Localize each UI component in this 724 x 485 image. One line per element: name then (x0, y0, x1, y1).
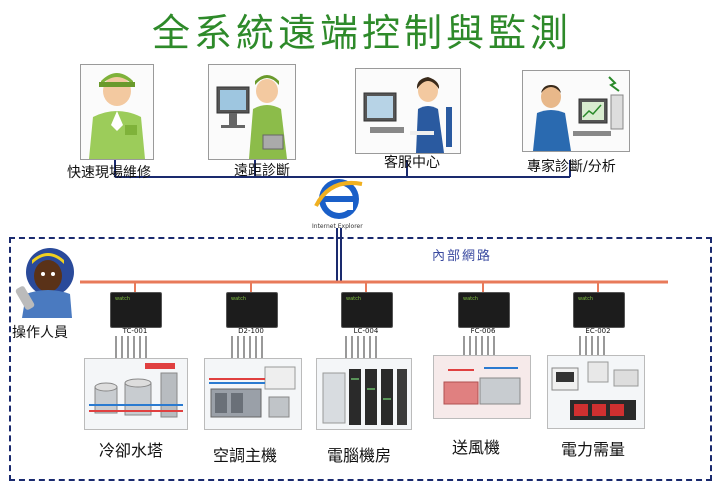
role-customer-service-card (355, 68, 461, 154)
io-wires-3 (345, 336, 377, 358)
controller-brand: watch (463, 296, 479, 302)
remote-diagnosis-icon (216, 75, 287, 159)
equipment-label-power-demand: 電力需量 (561, 440, 626, 459)
controller-device: watch (458, 292, 510, 328)
io-wires-2 (231, 336, 263, 358)
role-expert-analysis-card (522, 70, 630, 152)
io-wires-5 (579, 336, 605, 355)
io-wires-4 (463, 336, 495, 355)
cooling-tower-icon (89, 363, 183, 418)
internet-explorer-caption: Internet Explorer (312, 223, 363, 230)
equipment-chiller-card (204, 358, 302, 430)
equipment-power-demand-card (547, 355, 645, 429)
equipment-air-handler-card (433, 355, 531, 419)
equipment-label-air-handler: 送風機 (452, 438, 501, 457)
controller-brand: watch (231, 296, 247, 302)
controller-brand: watch (346, 296, 362, 302)
role-label-customer-service: 客服中心 (384, 155, 440, 171)
controller-device: watch (226, 292, 278, 328)
air-handler-icon (434, 356, 530, 418)
chiller-icon (209, 366, 296, 418)
controller-brand: watch (115, 296, 131, 302)
server-room-icon (322, 369, 407, 425)
inner-network-label: 內部網路 (432, 249, 493, 264)
page-title: 全系統遠端控制與監測 (151, 11, 572, 55)
internet-explorer-icon (310, 172, 368, 230)
role-remote-diagnosis-card (208, 64, 296, 160)
controller-code: LC-004 (353, 327, 379, 335)
io-wires-1 (115, 336, 147, 358)
controller-code: FC-006 (470, 327, 496, 335)
equipment-label-chiller: 空調主機 (213, 446, 278, 465)
operator-icon (14, 246, 76, 318)
role-label-remote-diagnosis: 遠距診斷 (234, 163, 290, 179)
equipment-label-server-room: 電腦機房 (327, 446, 392, 465)
field-technician-icon (89, 73, 145, 159)
controller-code: TC-001 (122, 327, 148, 335)
controller-brand: watch (578, 296, 594, 302)
controller-device: watch (110, 292, 162, 328)
inner-network-area (9, 237, 712, 481)
controller-code: D2-100 (238, 327, 264, 335)
expert-analysis-icon (533, 76, 624, 151)
customer-service-icon (363, 77, 452, 153)
equipment-server-room-card (316, 358, 412, 430)
equipment-cooling-tower-card (84, 358, 188, 430)
power-demand-icon (551, 361, 639, 420)
operator-label: 操作人員 (12, 325, 68, 341)
controller-device: watch (341, 292, 393, 328)
equipment-label-cooling-tower: 冷卻水塔 (99, 441, 164, 460)
role-label-expert-analysis: 專家診斷/分析 (527, 159, 616, 175)
role-label-field-repair: 快速現場維修 (67, 165, 151, 181)
controller-device: watch (573, 292, 625, 328)
controller-code: EC-002 (585, 327, 611, 335)
role-field-repair-card (80, 64, 154, 160)
